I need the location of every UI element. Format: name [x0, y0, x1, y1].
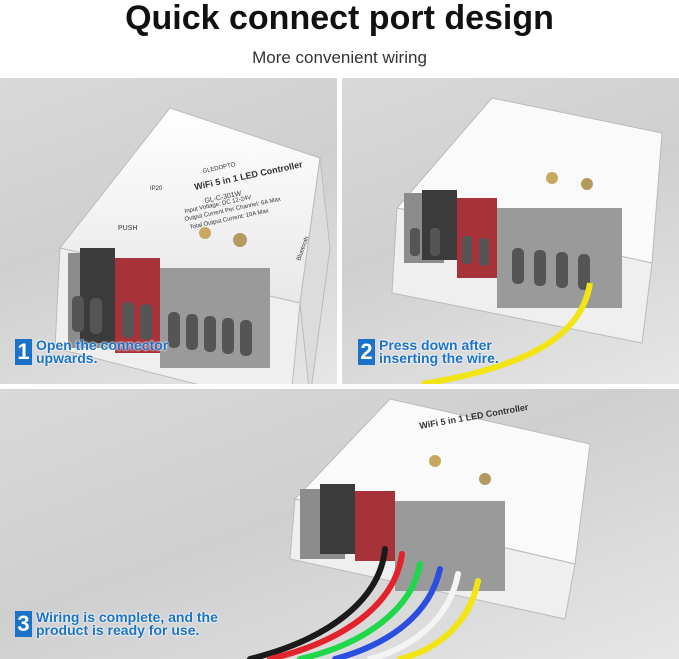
step-2-line1: Press down after	[379, 337, 492, 353]
push-label: PUSH	[118, 225, 137, 232]
step-1-number: 1	[15, 339, 32, 365]
step-3-number: 3	[15, 611, 32, 637]
connector-block	[68, 248, 270, 368]
dimmer-button	[233, 233, 247, 247]
controller-illustration-3: WiFi 5 in 1 LED Controller	[247, 398, 591, 659]
page-title: Quick connect port design	[125, 0, 554, 37]
panel-step-1: WiFi 5 in 1 LED Controller GLEDOPTO GL-C…	[0, 78, 337, 384]
yellow-wire	[421, 282, 593, 384]
panel-step-3: WiFi 5 in 1 LED Controller 3 Wiring is c…	[0, 389, 679, 659]
ip-label: IP20	[150, 186, 163, 192]
step-1-line1: Open the connector	[36, 337, 169, 353]
step-3-line2: product is ready for use.	[36, 622, 200, 638]
page-subtitle: More convenient wiring	[252, 48, 427, 67]
mic-dot	[199, 227, 211, 239]
step-2-number: 2	[358, 339, 375, 365]
step-2-line2: inserting the wire.	[379, 350, 499, 366]
controller-illustration: WiFi 5 in 1 LED Controller GLEDOPTO GL-C…	[54, 107, 331, 384]
step-3-line1: Wiring is complete, and the	[36, 609, 218, 625]
step-1-line2: upwards.	[36, 350, 98, 366]
controller-illustration-2	[391, 97, 663, 384]
